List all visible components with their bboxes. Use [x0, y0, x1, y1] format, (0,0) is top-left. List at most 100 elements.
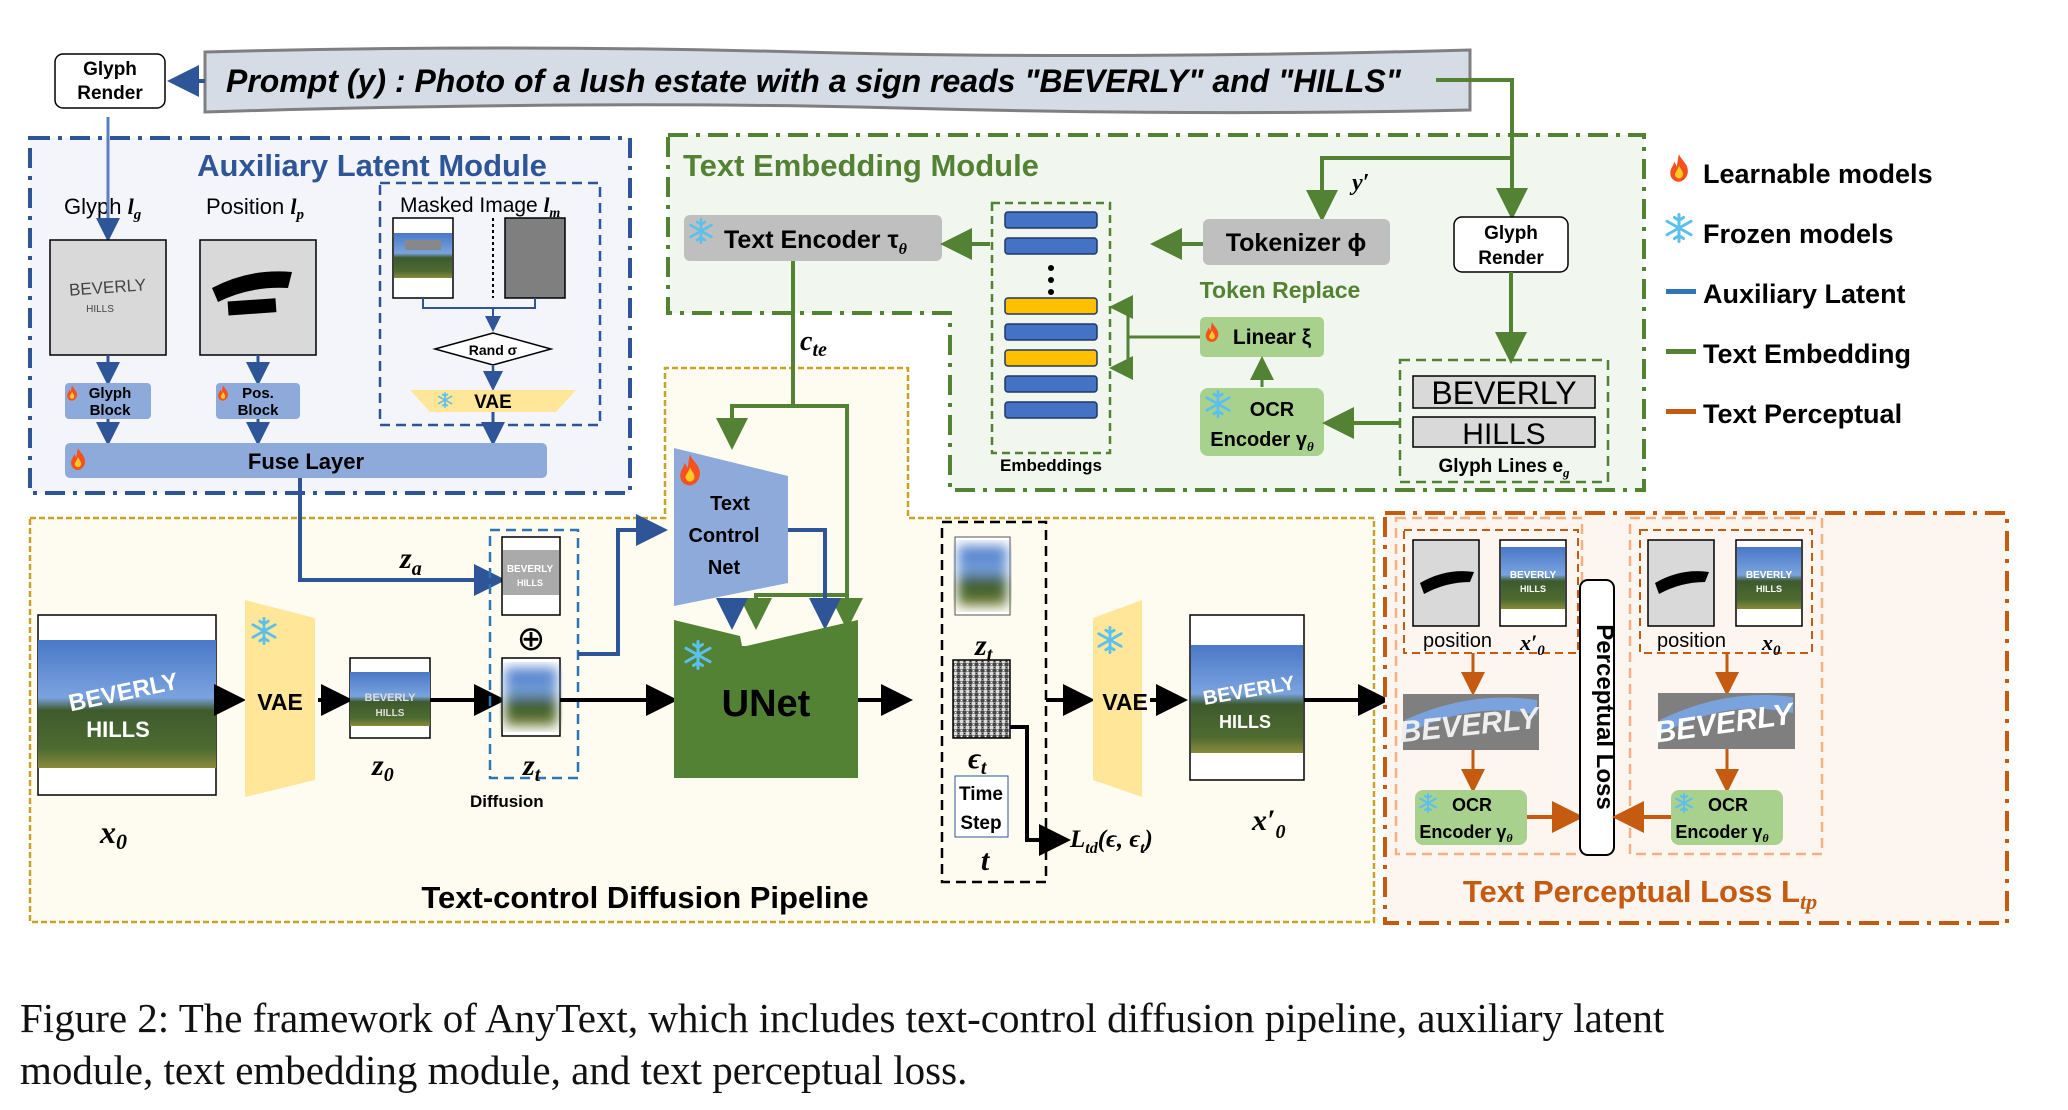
- x0-prime-output-image: BEVERLY HILLS: [1189, 614, 1305, 781]
- pipeline-title: Text-control Diffusion Pipeline: [421, 880, 868, 915]
- masked-image-label: Masked Image lm: [400, 193, 560, 221]
- svg-text:Glyph: Glyph: [1484, 223, 1538, 244]
- legend-item: Text Perceptual: [1666, 399, 1902, 429]
- rand-sigma-diamond: Rand σ: [432, 332, 554, 366]
- prompt-text: Prompt (y) : Photo of a lush estate with…: [226, 63, 1402, 99]
- svg-text:Control: Control: [688, 525, 759, 547]
- x0-prime-small-label: x′0: [1519, 630, 1545, 659]
- legend-label: Text Perceptual: [1703, 399, 1902, 429]
- legend-label: Learnable models: [1703, 159, 1933, 189]
- fire-icon: [1670, 154, 1688, 182]
- za-label: za: [399, 542, 422, 580]
- svg-text:Block: Block: [90, 402, 132, 419]
- svg-text:Tokenizer ϕ: Tokenizer ϕ: [1226, 229, 1367, 257]
- svg-text:HILLS: HILLS: [517, 578, 543, 588]
- glyph-line-1: BEVERLY: [1431, 375, 1576, 411]
- zt-label: zt: [522, 749, 542, 786]
- pos-block: Pos. Block: [216, 383, 300, 419]
- caption-line-2: module, text embedding module, and text …: [20, 1047, 968, 1093]
- text-crop-pred: BEVERLY: [1398, 694, 1543, 750]
- embedding-rows: [1004, 211, 1098, 419]
- svg-text:VAE: VAE: [257, 689, 303, 715]
- zt-noisy-latent-image: [501, 657, 561, 737]
- svg-text:UNet: UNet: [722, 683, 811, 725]
- mask-image: [504, 217, 566, 299]
- svg-text:Render: Render: [1478, 248, 1544, 269]
- legend-label: Text Embedding: [1703, 339, 1911, 369]
- svg-text:HILLS: HILLS: [1219, 712, 1271, 732]
- embedding-row: [1004, 401, 1098, 419]
- z0-latent-image: BEVERLY HILLS: [349, 657, 431, 739]
- unet: UNet: [674, 620, 858, 778]
- perceptual-title: Text Perceptual Loss Ltp: [1463, 874, 1817, 914]
- glyph-lines-group: [1398, 358, 1610, 484]
- glyph-image: [49, 239, 167, 356]
- anytext-framework-diagram: Prompt (y) : Photo of a lush estate with…: [28, 46, 2009, 925]
- svg-text:OCR: OCR: [1452, 795, 1492, 815]
- svg-text:HILLS: HILLS: [376, 708, 405, 719]
- x0-label: x0: [99, 814, 127, 854]
- svg-text:OCR: OCR: [1708, 795, 1748, 815]
- svg-text:BEVERLY: BEVERLY: [1746, 570, 1793, 581]
- embedding-ellipsis-dot: [1048, 289, 1054, 295]
- svg-text:BEVERLY: BEVERLY: [1510, 570, 1557, 581]
- svg-text:Net: Net: [708, 557, 741, 579]
- linear-xi: Linear ξ: [1200, 317, 1324, 357]
- svg-text:Perceptual Loss: Perceptual Loss: [1591, 624, 1618, 809]
- z0-label: z0: [371, 749, 394, 786]
- svg-text:Glyph: Glyph: [83, 59, 137, 80]
- svg-text:Encoder γθ: Encoder γθ: [1419, 822, 1513, 845]
- legend-label: Auxiliary Latent: [1703, 279, 1906, 309]
- tokenizer: Tokenizer ϕ: [1203, 219, 1390, 265]
- embedding-title: Text Embedding Module: [683, 148, 1039, 183]
- glyph-block: Glyph Block: [65, 383, 151, 419]
- eps-t-label: ϵt: [968, 742, 988, 779]
- x0-small-label: x0: [1761, 630, 1781, 659]
- svg-text:Time: Time: [959, 784, 1003, 805]
- x0-prime-label: x′0: [1251, 804, 1285, 843]
- perceptual-loss-box: Perceptual Loss: [1579, 579, 1618, 856]
- embedding-row: [1004, 211, 1098, 229]
- loss-td-label: Ltd(ϵ, ϵt): [1069, 826, 1153, 857]
- text-encoder: Text Encoder τθ: [684, 215, 942, 261]
- svg-text:VAE: VAE: [474, 392, 512, 413]
- legend-item: Frozen models: [1665, 213, 1894, 249]
- y-prime-label: y′: [1349, 170, 1369, 196]
- glyph-line-2: HILLS: [1462, 418, 1545, 451]
- ocr-encoder-embedding: OCR Encoder γθ: [1200, 388, 1324, 456]
- x0-input-image: BEVERLY HILLS: [37, 614, 217, 796]
- x0-prime-small-image: BEVERLY HILLS: [1499, 539, 1567, 627]
- glyph-render-embedding: Glyph Render: [1453, 216, 1569, 273]
- svg-text:Render: Render: [77, 83, 143, 104]
- svg-text:VAE: VAE: [1102, 689, 1148, 715]
- legend-line-swatch: [1666, 349, 1696, 354]
- svg-text:Text Encoder τθ: Text Encoder τθ: [724, 226, 908, 258]
- glyph-render-top: Glyph Render: [54, 53, 166, 109]
- x0-small-image: BEVERLY HILLS: [1735, 539, 1803, 627]
- figure-caption: Figure 2: The framework of AnyText, whic…: [20, 992, 2050, 1096]
- vae-encoder-masked: VAE: [410, 390, 576, 413]
- za-latent-image: BEVERLY HILLS: [501, 536, 561, 616]
- svg-text:HILLS: HILLS: [1756, 584, 1782, 594]
- glyph-label: Glyph lg: [64, 194, 142, 223]
- fuse-layer: Fuse Layer: [65, 443, 547, 478]
- embedding-row: [1004, 237, 1098, 255]
- svg-text:Encoder γθ: Encoder γθ: [1210, 429, 1314, 454]
- svg-text:Pos.: Pos.: [242, 385, 274, 402]
- auxiliary-title: Auxiliary Latent Module: [197, 148, 547, 183]
- position-label-pred: position: [1423, 630, 1492, 652]
- svg-text:Step: Step: [960, 813, 1001, 834]
- text-perceptual-loss-module: Text Perceptual Loss Ltp BEVERLY HILLS p…: [1383, 511, 2009, 925]
- vae-encoder: VAE: [245, 600, 315, 797]
- position-mask-shape: [212, 271, 292, 302]
- text-embedding-module: Text Embedding Module y′ Glyph Render To…: [666, 78, 1646, 492]
- svg-text:HILLS: HILLS: [1520, 584, 1546, 594]
- legend-item: Learnable models: [1670, 154, 1933, 189]
- embedding-row-replaced: [1004, 349, 1098, 367]
- text-control-diffusion-pipeline: Text-control Diffusion Pipeline cte BEVE…: [28, 261, 1390, 924]
- svg-text:OCR: OCR: [1250, 399, 1295, 421]
- embedding-ellipsis-dot: [1048, 277, 1054, 283]
- t-label: t: [981, 844, 991, 877]
- svg-text:BEVERLY: BEVERLY: [365, 692, 417, 704]
